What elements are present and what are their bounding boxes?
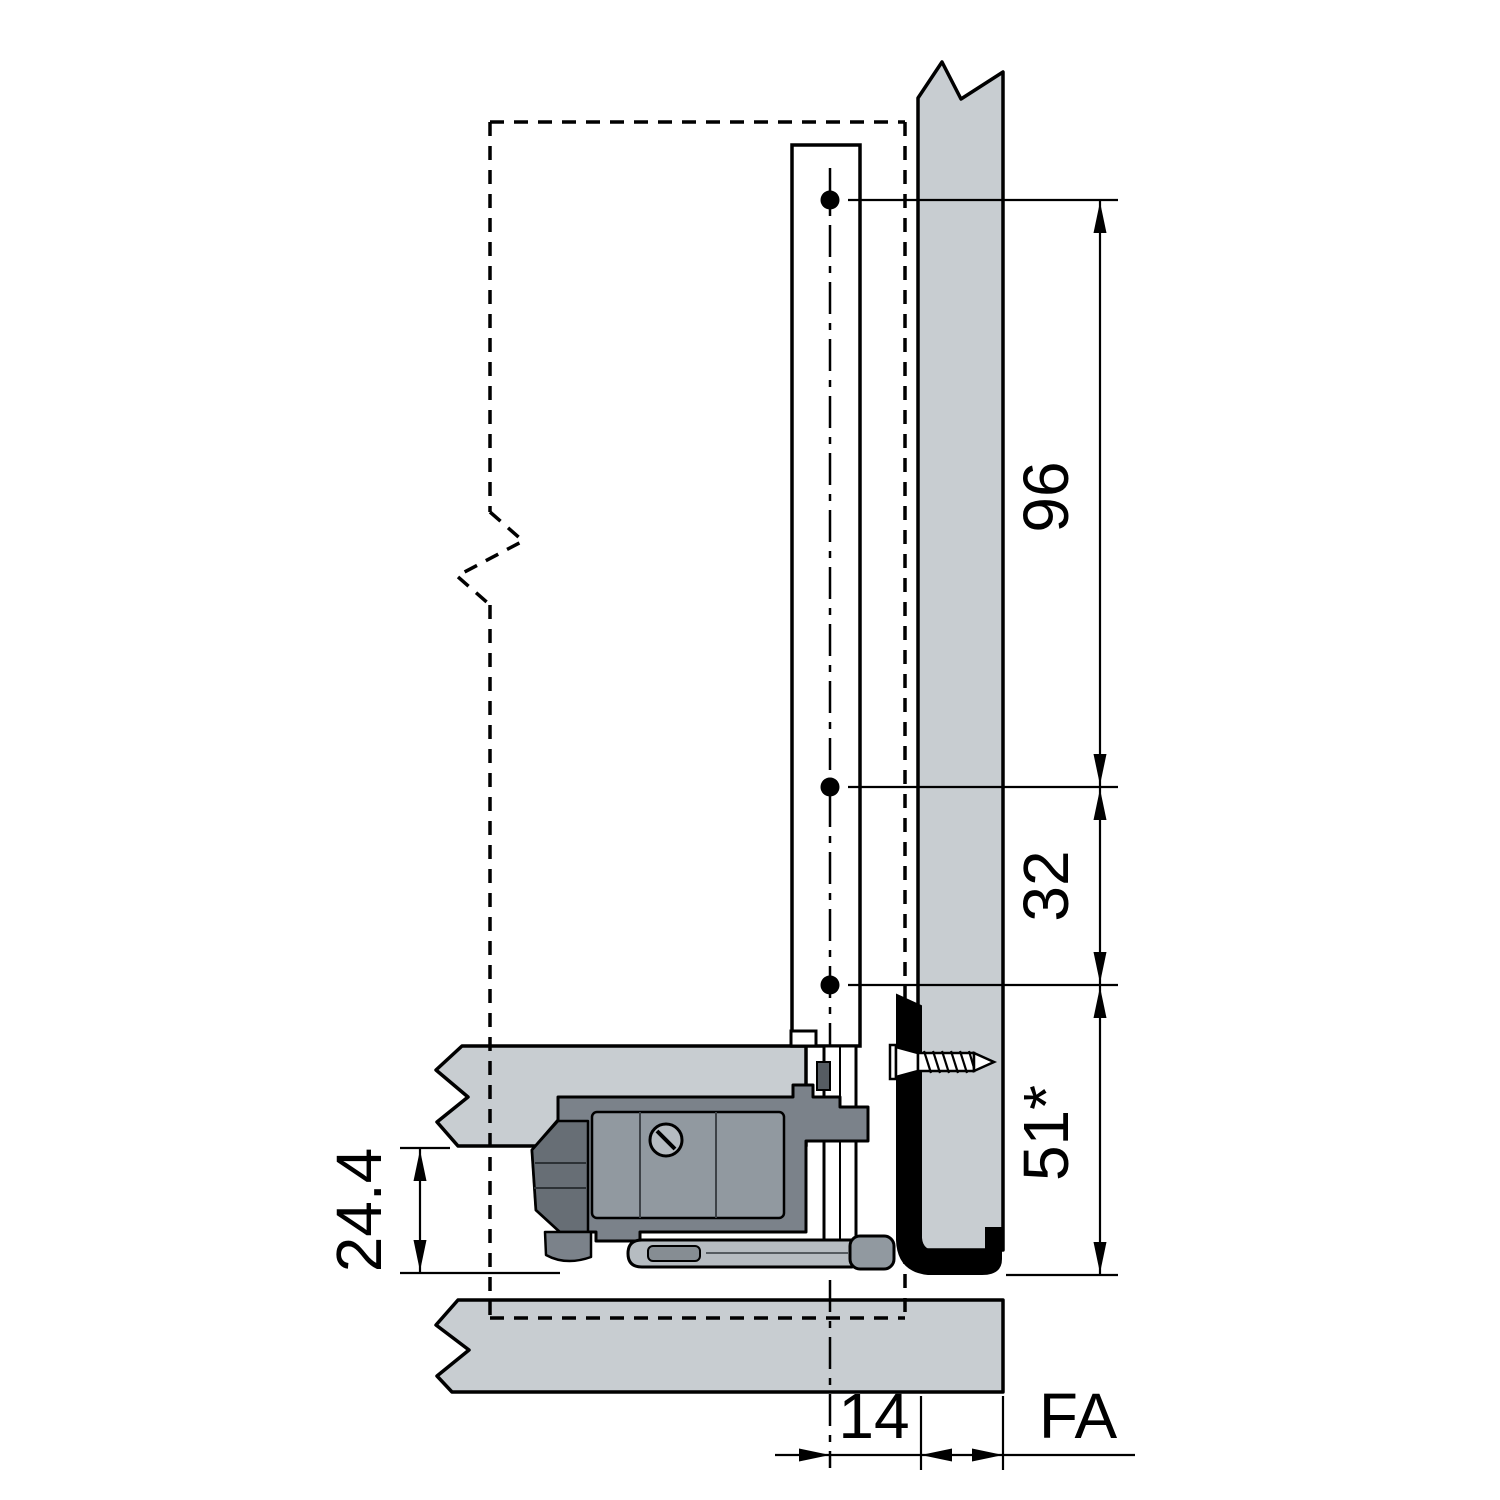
arrow-32-top	[1093, 789, 1107, 820]
arrow-fa	[972, 1448, 1003, 1462]
drill-hole-middle	[820, 777, 840, 797]
extension-lines	[400, 198, 1118, 1470]
arrow-14-left	[799, 1448, 830, 1462]
drill-hole-top	[820, 190, 840, 210]
break-symbol-left	[453, 510, 527, 607]
arrow-51-bottom	[1093, 1242, 1107, 1273]
fixing-mechanism	[530, 1083, 896, 1271]
arrow-96-top	[1093, 202, 1107, 233]
drill-hole-bottom	[820, 975, 840, 995]
plate-foot-tab	[789, 1029, 818, 1048]
screw-tip	[972, 1051, 998, 1073]
rail-inset	[647, 1245, 701, 1262]
dim-96-label: 96	[1010, 461, 1082, 532]
back-fixing-plate	[790, 143, 862, 1048]
dim-14-label: 14	[838, 1380, 909, 1452]
bracket-clip	[816, 1061, 831, 1091]
arrow-244-top	[413, 1150, 427, 1181]
dimension-arrows	[413, 202, 1107, 1462]
bracket-hook-profile	[896, 993, 1002, 1275]
screw-head-cone	[894, 1045, 920, 1079]
dim-fa-label: FA	[1039, 1380, 1118, 1452]
cam-slot	[655, 1129, 677, 1151]
dim-244-label: 24.4	[323, 1148, 395, 1273]
dim-51-label: 51*	[1010, 1085, 1082, 1181]
mechanism-inner-panel	[590, 1110, 786, 1220]
bracket-arm	[816, 1044, 858, 1244]
mechanism-front-hook	[543, 1230, 593, 1263]
rail-end-cap	[848, 1234, 896, 1271]
arrow-244-bottom	[413, 1240, 427, 1271]
cabinet-bottom-panel	[434, 1298, 1005, 1394]
arrow-96-bottom	[1093, 754, 1107, 785]
arrow-51-top	[1093, 987, 1107, 1018]
mounting-screw	[888, 1043, 998, 1081]
arrow-32-bottom	[1093, 952, 1107, 983]
arrow-14-right	[921, 1448, 952, 1462]
dim-32-label: 32	[1010, 850, 1082, 921]
